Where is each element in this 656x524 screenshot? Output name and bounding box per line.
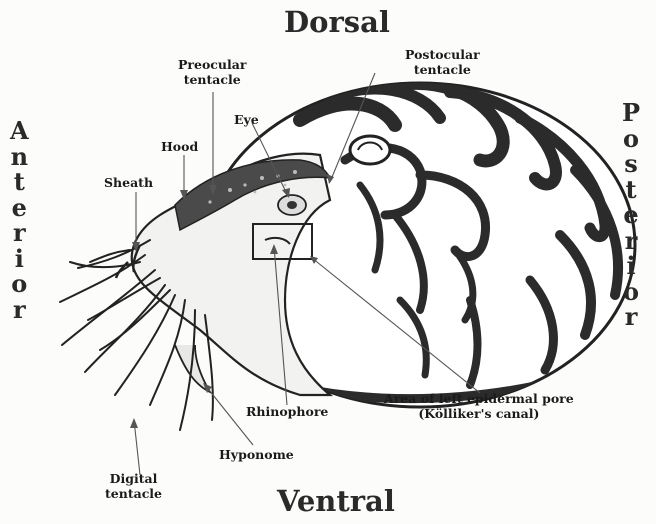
posterior-letter: s [624, 151, 638, 177]
anterior-label: A n t e r i o r [10, 118, 29, 322]
posterior-letter: i [626, 253, 635, 279]
posterior-letter: t [625, 177, 636, 203]
ventral-label: Ventral [277, 484, 395, 518]
hood-label: Hood [161, 139, 198, 154]
anterior-letter: t [14, 169, 25, 195]
dorsal-label: Dorsal [284, 5, 390, 39]
digital-tentacle-label: Digital tentacle [105, 471, 162, 501]
epidermal-pore-label: Area of left epidermal pore (Kölliker's … [384, 391, 574, 421]
preocular-tentacle-label: Preocular tentacle [178, 57, 246, 87]
posterior-letter: P [622, 100, 640, 126]
posterior-letter: r [625, 228, 638, 254]
anterior-letter: n [11, 144, 28, 170]
rhinophore-label: Rhinophore [246, 404, 328, 419]
eye-label: Eye [234, 112, 259, 127]
anterior-letter: A [10, 118, 29, 144]
posterior-letter: o [623, 126, 639, 152]
posterior-letter: r [625, 304, 638, 330]
anterior-letter: r [13, 297, 26, 323]
posterior-letter: o [623, 279, 639, 305]
posterior-letter: e [623, 202, 638, 228]
anterior-letter: e [12, 195, 27, 221]
postocular-tentacle-label: Postocular tentacle [405, 47, 480, 77]
hyponome-label: Hyponome [219, 447, 294, 462]
anterior-letter: i [15, 246, 24, 272]
posterior-label: P o s t e r i o r [622, 100, 640, 330]
anterior-letter: o [11, 271, 27, 297]
anterior-letter: r [13, 220, 26, 246]
sheath-label: Sheath [104, 175, 153, 190]
